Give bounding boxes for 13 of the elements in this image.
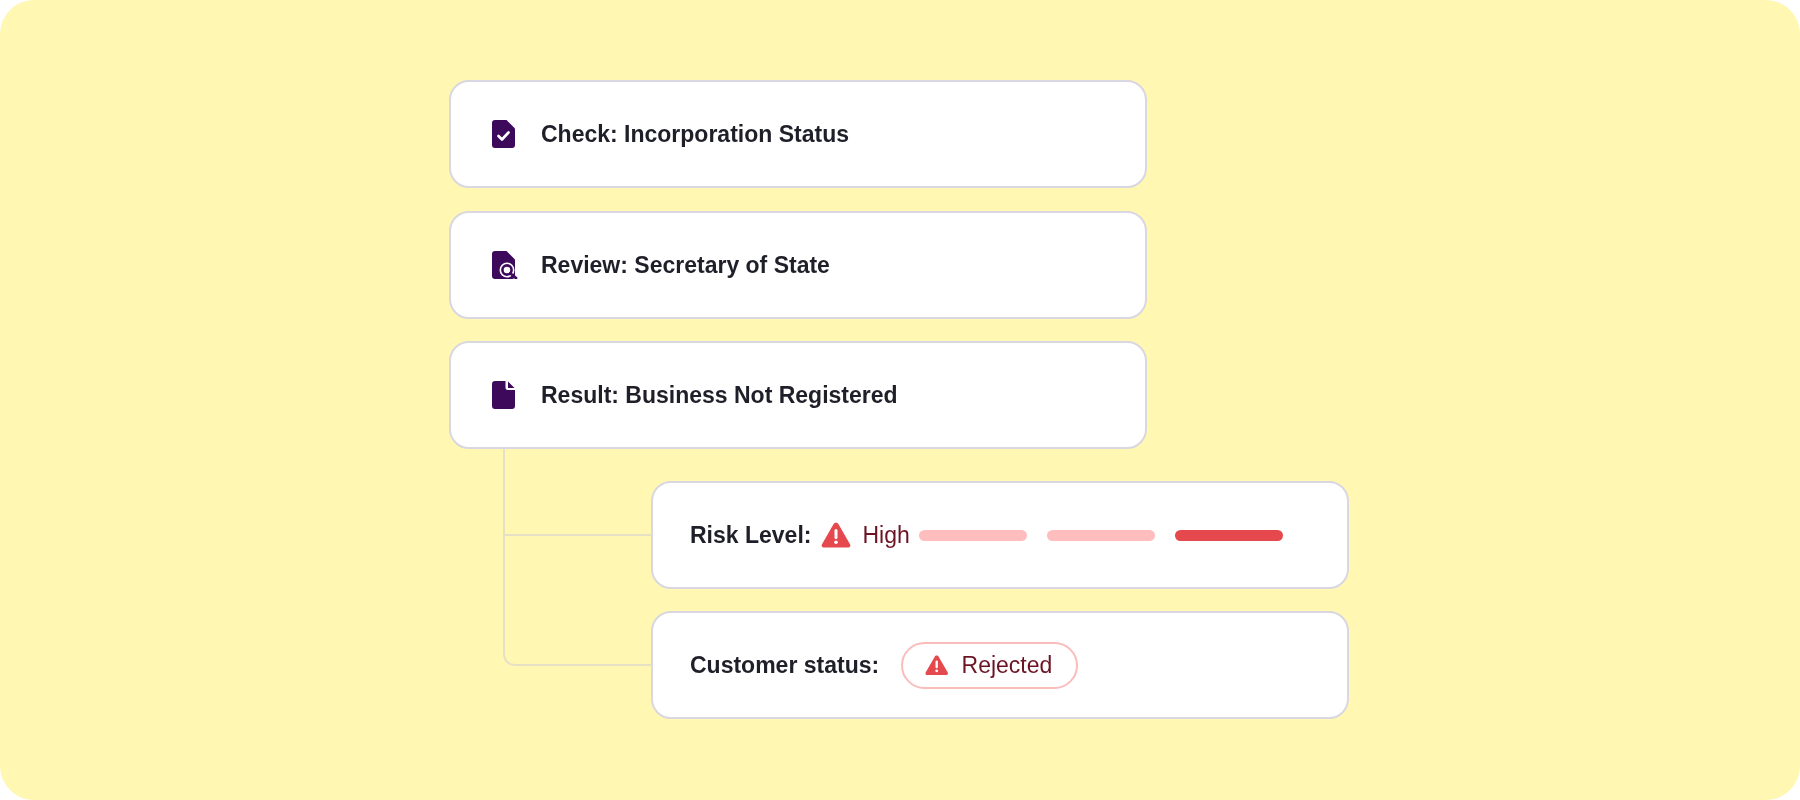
step-card [449,211,1147,319]
step-title: Result: Business Not Registered [541,381,898,409]
step-title: Check: Incorporation Status [541,120,849,148]
status-badge [901,641,1079,689]
risk-label: Risk Level: [690,521,812,549]
step-title: Review: Secretary of State [541,251,830,279]
result-card [651,611,1349,719]
step-card [449,341,1147,449]
status-label: Customer status: [690,651,880,679]
risk-level-text: High [862,521,910,549]
result-card [651,481,1349,589]
step-card [449,80,1147,188]
status-text: Rejected [961,651,1053,679]
